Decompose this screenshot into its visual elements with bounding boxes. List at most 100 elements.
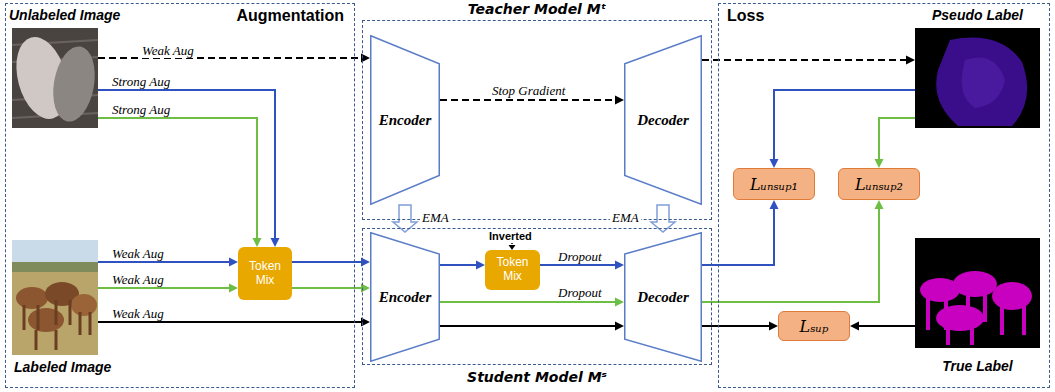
arrow-head — [875, 200, 884, 209]
trapezoid-shape — [371, 233, 440, 362]
edge-label: Weak Aug — [110, 272, 166, 287]
horse-legs — [24, 300, 90, 350]
region-panel: LossPseudo LabelLᵤₙₛᵤₚ₁Lᵤₙₛᵤₚ₂LₛᵤₚTrue L… — [718, 3, 1050, 388]
node-text: Loss — [727, 7, 764, 25]
node-text: Lₛᵤₚ — [800, 317, 829, 336]
pig-shape — [48, 43, 101, 125]
labeled-photo — [12, 240, 98, 355]
edge-label: EMA — [610, 210, 641, 225]
mask-ground — [915, 238, 1040, 348]
arrow-head — [850, 322, 859, 331]
node-text: Lᵤₙₛᵤₚ₂ — [855, 175, 903, 194]
arrow-head — [906, 56, 915, 65]
connector — [875, 118, 916, 168]
arrow-head — [615, 261, 624, 270]
arrow-head — [229, 258, 238, 267]
mask-region — [936, 38, 1027, 126]
node-text: Decoder — [637, 112, 689, 129]
arrow-head — [476, 261, 485, 270]
connector — [292, 284, 370, 293]
image-node: Labeled Image — [12, 240, 98, 355]
connector-line — [98, 287, 230, 289]
node-text: Decoder — [637, 289, 689, 306]
token-mix-box: Token Mix — [485, 250, 540, 290]
connector — [850, 322, 915, 331]
node-text: Encoder — [379, 289, 432, 306]
arrow-head — [615, 322, 624, 331]
horse-shape — [16, 287, 48, 309]
loss-box: Lᵤₙₛᵤₚ₂ — [838, 168, 920, 200]
inverted-pointer — [509, 243, 516, 250]
connector — [702, 56, 915, 65]
connector — [98, 118, 262, 247]
node-text: Student Model Mˢ — [363, 369, 711, 385]
connector-line — [292, 287, 362, 289]
connector-line — [774, 90, 915, 160]
connector-line — [702, 325, 770, 327]
connector — [292, 258, 370, 267]
node-text: Teacher Model Mᵗ — [363, 1, 711, 17]
connector-line — [98, 321, 362, 323]
edge-label: Strong Aug — [110, 102, 172, 117]
region-panel: Student Model MˢEncoderToken MixDecoder — [362, 228, 712, 365]
edge-label: Weak Aug — [110, 306, 166, 321]
edge-label: Weak Aug — [140, 43, 196, 58]
node-text: Unlabeled Image — [9, 7, 120, 23]
trapezoid-shape — [371, 36, 440, 205]
node-text: Pseudo Label — [895, 7, 1055, 23]
mask-legs — [928, 292, 1024, 345]
connector-line — [858, 325, 915, 327]
connector — [440, 261, 485, 270]
note-label: Inverted — [489, 230, 532, 242]
connector — [440, 322, 624, 331]
connector-line — [98, 261, 230, 263]
trapezoid-shape — [625, 36, 702, 205]
connector-line — [292, 261, 362, 263]
connector — [770, 90, 916, 168]
encoder-block: Encoder — [370, 232, 440, 362]
decoder-block: Decoder — [624, 35, 702, 205]
connector-line — [98, 118, 257, 239]
arrow-head — [253, 238, 262, 247]
mask-region — [953, 271, 997, 297]
node-text: Labeled Image — [14, 359, 111, 375]
horse-shape — [28, 308, 64, 332]
edge-label: Strong Aug — [110, 74, 172, 89]
photo-ground — [12, 240, 98, 355]
connector-line — [98, 90, 275, 239]
image-node: Pseudo Label — [915, 28, 1040, 128]
pseudo-label-mask — [915, 28, 1040, 128]
edge-label: Weak Aug — [110, 246, 166, 261]
arrow-head — [271, 238, 280, 247]
connector-line — [702, 59, 907, 61]
connector-line — [440, 325, 616, 327]
image-node: Unlabeled Image — [12, 28, 98, 128]
hills — [12, 262, 98, 272]
arrow-head — [615, 96, 624, 105]
unlabeled-photo — [8, 28, 100, 128]
connector-line — [440, 99, 616, 101]
arrow-head — [770, 159, 779, 168]
connector-line — [440, 301, 616, 303]
token-mix-box: Token Mix — [238, 247, 292, 300]
connector-line — [440, 264, 477, 266]
loss-box: Lₛᵤₚ — [778, 311, 850, 341]
true-label-mask — [915, 238, 1040, 348]
decoder-block: Decoder — [624, 232, 702, 362]
connector-line — [540, 264, 616, 266]
loss-box: Lᵤₙₛᵤₚ₁ — [733, 168, 815, 200]
connector-line — [879, 118, 915, 160]
connector — [702, 322, 778, 331]
connector-line — [702, 208, 774, 265]
region-panel: Teacher Model MᵗEncoderDecoder — [362, 20, 712, 220]
horse-shape — [71, 294, 97, 316]
arrow-head — [615, 298, 624, 307]
edge-label: Stop Gradient — [490, 83, 567, 98]
arrow-head — [875, 159, 884, 168]
connector — [702, 200, 884, 302]
edge-label: Dropout — [556, 285, 604, 300]
connector — [98, 90, 280, 247]
arrow-head — [770, 200, 779, 209]
edge-label: Dropout — [556, 249, 604, 264]
